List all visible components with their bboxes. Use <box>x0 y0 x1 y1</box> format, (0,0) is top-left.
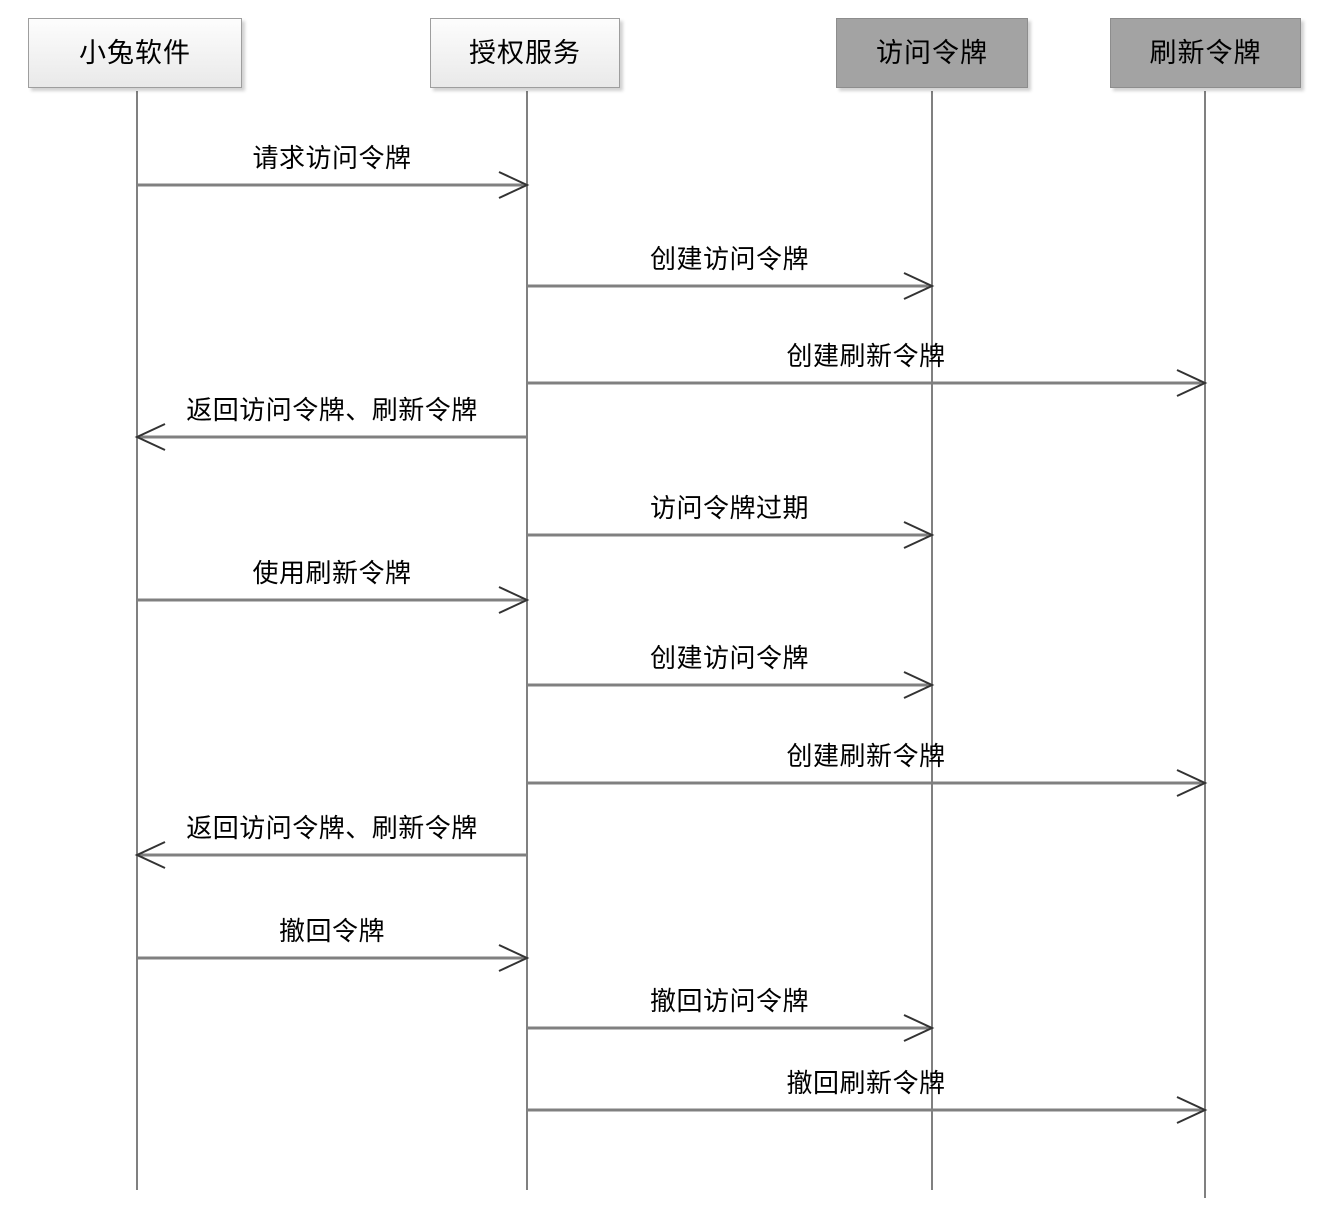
message-label-7: 创建访问令牌 <box>649 643 810 673</box>
arrowhead-4 <box>134 423 166 451</box>
arrowhead-3 <box>1176 369 1208 397</box>
message-label-3: 创建刷新令牌 <box>786 341 946 371</box>
arrowhead-10 <box>498 944 530 972</box>
actor-box-refresh-token[interactable]: 刷新令牌 <box>1110 18 1301 88</box>
message-arrow-12[interactable] <box>527 1096 1208 1124</box>
message-arrow-5[interactable] <box>527 521 935 549</box>
arrowhead-5 <box>903 521 935 549</box>
arrowhead-12 <box>1176 1096 1208 1124</box>
arrowhead-2 <box>903 272 935 300</box>
messages-layer <box>134 171 1208 1124</box>
arrowhead-1 <box>498 171 530 199</box>
arrowhead-6 <box>498 586 530 614</box>
actor-label-auth: 授权服务 <box>469 37 581 68</box>
message-arrow-9[interactable] <box>134 841 527 869</box>
actor-box-access-token[interactable]: 访问令牌 <box>836 18 1028 88</box>
arrowhead-8 <box>1176 769 1208 797</box>
actor-box-auth[interactable]: 授权服务 <box>430 18 620 88</box>
message-arrow-1[interactable] <box>137 171 530 199</box>
message-label-2: 创建访问令牌 <box>649 244 810 274</box>
message-label-6: 使用刷新令牌 <box>252 558 412 588</box>
message-arrow-10[interactable] <box>137 944 530 972</box>
actor-box-client[interactable]: 小兔软件 <box>28 18 242 88</box>
arrowhead-9 <box>134 841 166 869</box>
message-arrow-8[interactable] <box>527 769 1208 797</box>
actor-label-refresh-token: 刷新令牌 <box>1149 37 1262 68</box>
lifelines-layer <box>136 91 1206 1198</box>
message-arrow-7[interactable] <box>527 671 935 699</box>
actor-label-access-token: 访问令牌 <box>876 37 988 68</box>
message-label-12: 撤回刷新令牌 <box>786 1068 946 1098</box>
message-label-8: 创建刷新令牌 <box>786 741 946 771</box>
actor-label-client: 小兔软件 <box>79 37 191 68</box>
message-arrow-3[interactable] <box>527 369 1208 397</box>
message-label-9: 返回访问令牌、刷新令牌 <box>186 813 478 843</box>
message-arrow-11[interactable] <box>527 1014 935 1042</box>
arrowhead-7 <box>903 671 935 699</box>
message-label-4: 返回访问令牌、刷新令牌 <box>186 395 478 425</box>
message-label-5: 访问令牌过期 <box>649 493 810 523</box>
message-label-10: 撤回令牌 <box>278 916 386 946</box>
message-arrow-4[interactable] <box>134 423 527 451</box>
message-label-11: 撤回访问令牌 <box>649 986 810 1016</box>
message-arrow-6[interactable] <box>137 586 530 614</box>
message-label-1: 请求访问令牌 <box>252 143 412 173</box>
message-arrow-2[interactable] <box>527 272 935 300</box>
arrowhead-11 <box>903 1014 935 1042</box>
